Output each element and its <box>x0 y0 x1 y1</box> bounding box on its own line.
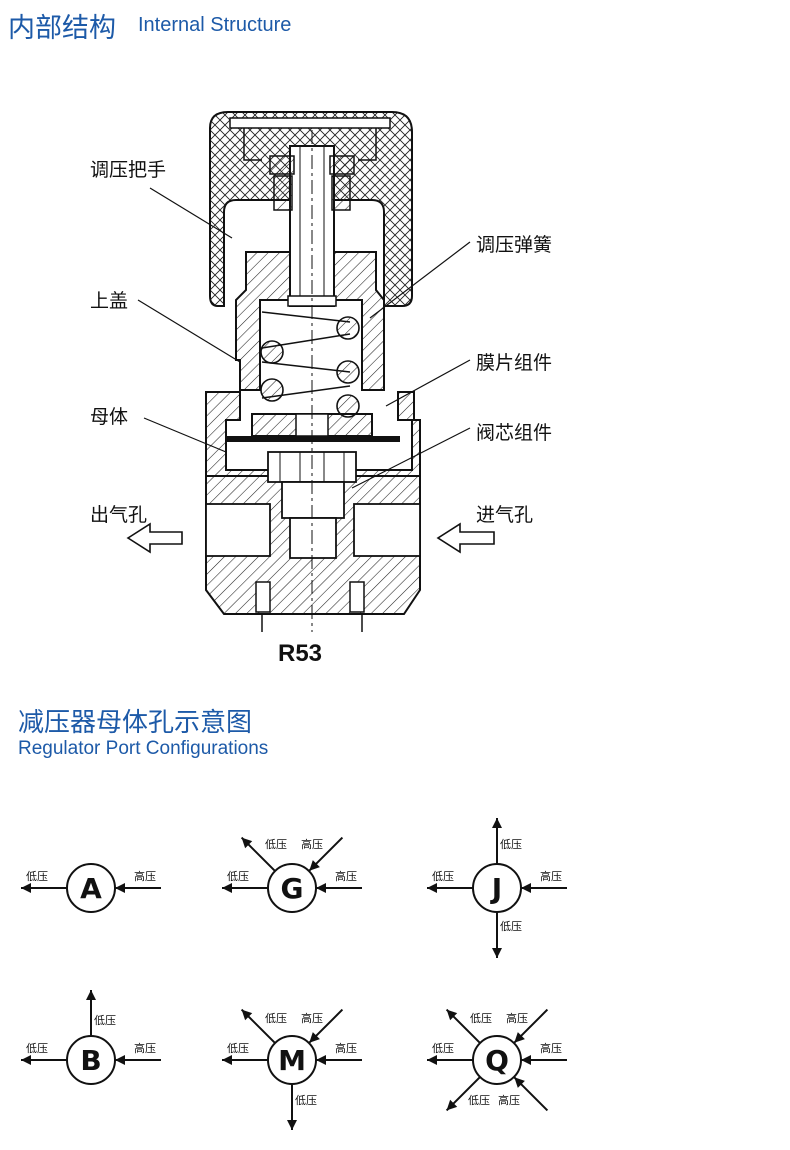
port-config-q: 低压高压低压高压低压高压Q <box>427 1008 567 1112</box>
port-arrowhead <box>446 1099 458 1111</box>
ports-title-en: Regulator Port Configurations <box>18 738 269 759</box>
adjusting-screw <box>269 145 355 307</box>
low-pressure-label: 低压 <box>500 838 522 851</box>
high-pressure-label: 高压 <box>335 1041 357 1055</box>
label-diaphragm: 膜片组件 <box>476 352 553 374</box>
low-pressure-label: 低压 <box>265 1012 287 1025</box>
outlet-flow-arrow <box>126 522 183 554</box>
low-pressure-label: 低压 <box>468 1094 490 1107</box>
port-arrowhead <box>492 948 502 958</box>
label-cover: 上盖 <box>90 290 129 312</box>
leader-lines <box>137 187 471 489</box>
adjusting-spring <box>260 311 360 418</box>
port-circle <box>66 1035 116 1085</box>
port-arrowhead <box>115 1055 125 1065</box>
section-title-en: Internal Structure <box>138 14 292 36</box>
port-arrowhead <box>521 1055 531 1065</box>
port-arrowhead <box>222 1055 232 1065</box>
high-pressure-label: 高压 <box>301 1011 323 1025</box>
port-config-g: 低压高压低压高压G <box>222 836 362 913</box>
label-inlet: 进气孔 <box>476 504 534 526</box>
port-arrowhead <box>21 883 31 893</box>
low-pressure-label: 低压 <box>26 870 48 883</box>
port-arrowhead <box>222 883 232 893</box>
port-circle <box>66 863 116 913</box>
port-arrowhead <box>115 883 125 893</box>
label-spring: 调压弹簧 <box>476 234 553 256</box>
high-pressure-label: 高压 <box>335 869 357 883</box>
port-circle <box>267 1035 317 1085</box>
port-arrowhead <box>309 1032 320 1043</box>
port-arrowhead <box>521 883 531 893</box>
port-letter: J <box>490 872 502 905</box>
model-number: R53 <box>278 640 323 667</box>
regulator-body <box>205 391 421 615</box>
low-pressure-label: 低压 <box>500 920 522 933</box>
low-pressure-label: 低压 <box>94 1014 116 1027</box>
port-arrowhead <box>316 1055 326 1065</box>
port-letter: B <box>80 1044 101 1077</box>
low-pressure-label: 低压 <box>227 1042 249 1055</box>
label-outlet: 出气孔 <box>90 504 148 526</box>
low-pressure-label: 低压 <box>295 1094 317 1107</box>
port-config-m: 低压高压低压高压低压M <box>222 1008 362 1130</box>
high-pressure-label: 高压 <box>540 1041 562 1055</box>
port-arrowhead <box>86 990 96 1000</box>
port-config-b: 低压高压低压B <box>21 990 161 1085</box>
port-circle <box>472 1035 522 1085</box>
port-arrowhead <box>427 883 437 893</box>
handle-knob <box>209 111 413 307</box>
port-arrowhead <box>287 1120 297 1130</box>
port-letter: Q <box>485 1044 509 1077</box>
port-arrowhead <box>492 818 502 828</box>
ports-title-cn: 减压器母体孔示意图 <box>18 708 253 738</box>
high-pressure-label: 高压 <box>301 837 323 851</box>
port-arrowhead <box>316 883 326 893</box>
port-arrowhead <box>241 1009 253 1021</box>
low-pressure-label: 低压 <box>432 1042 454 1055</box>
port-arrowhead <box>21 1055 31 1065</box>
port-arrowhead <box>427 1055 437 1065</box>
port-arrowhead <box>446 1009 458 1021</box>
low-pressure-label: 低压 <box>432 870 454 883</box>
port-letter: G <box>281 872 304 905</box>
regulator-cross-section-diagram <box>126 111 495 632</box>
port-arrowhead <box>514 1032 525 1043</box>
port-letter: M <box>278 1044 306 1077</box>
high-pressure-label: 高压 <box>498 1093 520 1107</box>
high-pressure-label: 高压 <box>134 1041 156 1055</box>
port-config-a: 低压 高压 A <box>21 863 161 913</box>
section-title-cn: 内部结构 <box>8 13 116 44</box>
port-circle <box>267 863 317 913</box>
port-arrowhead <box>514 1077 525 1088</box>
low-pressure-label: 低压 <box>227 870 249 883</box>
inlet-flow-arrow <box>436 522 495 554</box>
port-arrowhead <box>309 860 320 871</box>
high-pressure-label: 高压 <box>134 869 156 883</box>
low-pressure-label: 低压 <box>26 1042 48 1055</box>
low-pressure-label: 低压 <box>265 838 287 851</box>
port-letter: A <box>80 872 102 905</box>
label-body: 母体 <box>90 406 129 428</box>
high-pressure-label: 高压 <box>540 869 562 883</box>
low-pressure-label: 低压 <box>470 1012 492 1025</box>
port-circle <box>472 863 522 913</box>
label-valve-core: 阀芯组件 <box>476 422 553 444</box>
port-config-j: 低压高压低压低压J <box>427 818 567 958</box>
high-pressure-label: 高压 <box>506 1011 528 1025</box>
port-arrowhead <box>241 837 253 849</box>
label-handle: 调压把手 <box>90 159 167 181</box>
